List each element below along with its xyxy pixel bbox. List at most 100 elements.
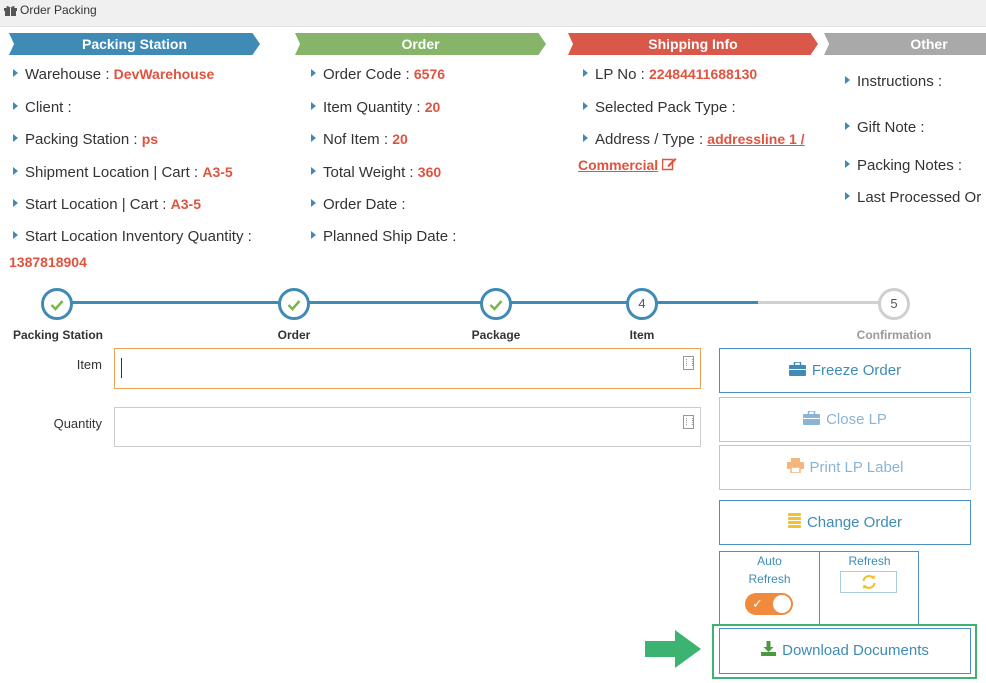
shipment-location-label: Shipment Location | Cart : (25, 164, 199, 181)
last-processed-label: Last Processed Or (857, 189, 982, 206)
progress-stepper: 4 5 Packing Station Order Package Item C… (0, 285, 986, 345)
address-link[interactable]: addressline 1 / (707, 131, 805, 147)
packing-notes-label: Packing Notes : (857, 157, 963, 174)
briefcase-icon (803, 411, 821, 425)
item-quantity-value: 20 (424, 99, 441, 115)
info-shipment-location: Shipment Location | Cart : A3-5 (13, 164, 233, 181)
checkmark-icon (489, 299, 503, 311)
step-4-circle[interactable]: 4 (626, 288, 658, 320)
caret-right-icon (13, 167, 18, 175)
caret-right-icon (311, 167, 316, 175)
stepper-line-complete (57, 301, 758, 304)
info-pack-type: Selected Pack Type : (583, 99, 736, 116)
info-order-date: Order Date : (311, 196, 406, 213)
inventory-quantity-label: Start Location Inventory Quantity : (25, 228, 252, 245)
step-1-label: Packing Station (12, 328, 104, 342)
change-order-button[interactable]: Change Order (719, 500, 971, 545)
step-3-circle[interactable] (480, 288, 512, 320)
refresh-icon (861, 574, 876, 589)
freeze-order-button[interactable]: Freeze Order (719, 348, 971, 393)
info-start-location: Start Location | Cart : A3-5 (13, 196, 201, 213)
gift-note-label: Gift Note : (857, 119, 925, 136)
download-icon (761, 641, 777, 656)
auto-refresh-toggle[interactable]: ✓ (745, 593, 793, 615)
info-lp-no: LP No : 22484411688130 (583, 66, 757, 83)
banner-other-label: Other (910, 36, 948, 52)
quantity-input[interactable] (114, 407, 701, 447)
download-documents-button[interactable]: Download Documents (719, 628, 971, 674)
caret-right-icon (13, 102, 18, 110)
order-code-label: Order Code : (323, 66, 410, 83)
quantity-field-label: Quantity (53, 416, 102, 431)
info-inventory-quantity: Start Location Inventory Quantity : (13, 228, 252, 245)
briefcase-icon (788, 362, 806, 376)
packing-station-label: Packing Station : (25, 131, 138, 148)
step-2-circle[interactable] (278, 288, 310, 320)
print-lp-label-label: Print LP Label (809, 459, 904, 476)
address-type-link[interactable]: Commercial (578, 157, 659, 173)
info-total-weight: Total Weight : 360 (311, 164, 441, 181)
info-packing-notes: Packing Notes : (845, 157, 962, 174)
warehouse-value: DevWarehouse (113, 66, 215, 82)
gift-icon (4, 6, 17, 16)
banner-other: Other (824, 33, 986, 55)
caret-right-icon (311, 69, 316, 77)
pack-type-label: Selected Pack Type : (595, 99, 736, 116)
refresh-button[interactable] (840, 571, 897, 593)
toggle-knob (773, 595, 791, 613)
info-client: Client : (13, 99, 72, 116)
freeze-order-label: Freeze Order (811, 362, 902, 379)
shipment-location-value: A3-5 (202, 164, 233, 180)
step-1-circle[interactable] (41, 288, 73, 320)
caret-right-icon (13, 69, 18, 77)
stack-icon (787, 513, 801, 528)
info-nof-item: Nof Item : 20 (311, 131, 408, 148)
client-label: Client : (25, 99, 72, 116)
caret-right-icon (845, 122, 850, 130)
lp-no-label: LP No : (595, 66, 645, 83)
info-address-type-line2: Commercial (578, 157, 677, 174)
total-weight-value: 360 (417, 164, 442, 180)
caret-right-icon (13, 231, 18, 239)
refresh-panel: Auto Refresh ✓ Refresh (719, 551, 919, 626)
total-weight-label: Total Weight : (323, 164, 414, 181)
banner-order: Order (295, 33, 546, 55)
address-type-label: Address / Type : (595, 131, 704, 148)
step-3-label: Package (471, 328, 521, 342)
keyboard-icon[interactable] (683, 415, 694, 429)
window-title: Order Packing (20, 3, 97, 17)
refresh-divider (819, 552, 820, 626)
step-5-label: Confirmation (856, 328, 932, 342)
info-inventory-quantity-value: 1387818904 (9, 254, 87, 271)
item-input[interactable] (114, 348, 701, 389)
stepper-line-pending (758, 301, 894, 304)
order-code-value: 6576 (413, 66, 446, 82)
instructions-label: Instructions : (857, 73, 943, 90)
caret-right-icon (583, 134, 588, 142)
caret-right-icon (311, 134, 316, 142)
info-address-type: Address / Type : addressline 1 / (583, 131, 805, 148)
info-gift-note: Gift Note : (845, 119, 925, 136)
info-packing-station: Packing Station : ps (13, 131, 158, 148)
info-order-code: Order Code : 6576 (311, 66, 445, 83)
info-planned-ship-date: Planned Ship Date : (311, 228, 456, 245)
close-lp-button[interactable]: Close LP (719, 397, 971, 442)
text-cursor (121, 358, 122, 378)
caret-right-icon (311, 102, 316, 110)
checkmark-icon (287, 299, 301, 311)
step-5-circle[interactable]: 5 (878, 288, 910, 320)
caret-right-icon (583, 69, 588, 77)
auto-refresh-label-1: Auto (757, 554, 782, 568)
item-quantity-label: Item Quantity : (323, 99, 421, 116)
edit-icon[interactable] (662, 157, 677, 171)
print-lp-label-button[interactable]: Print LP Label (719, 445, 971, 490)
caret-right-icon (311, 231, 316, 239)
refresh-label: Refresh (848, 554, 891, 568)
checkmark-icon (50, 299, 64, 311)
info-instructions: Instructions : (845, 73, 942, 90)
close-lp-label: Close LP (826, 411, 887, 428)
highlight-arrow-icon (645, 630, 701, 668)
auto-refresh-label-2: Refresh (748, 572, 791, 586)
banner-packing-station: Packing Station (9, 33, 260, 55)
keyboard-icon[interactable] (683, 356, 694, 370)
